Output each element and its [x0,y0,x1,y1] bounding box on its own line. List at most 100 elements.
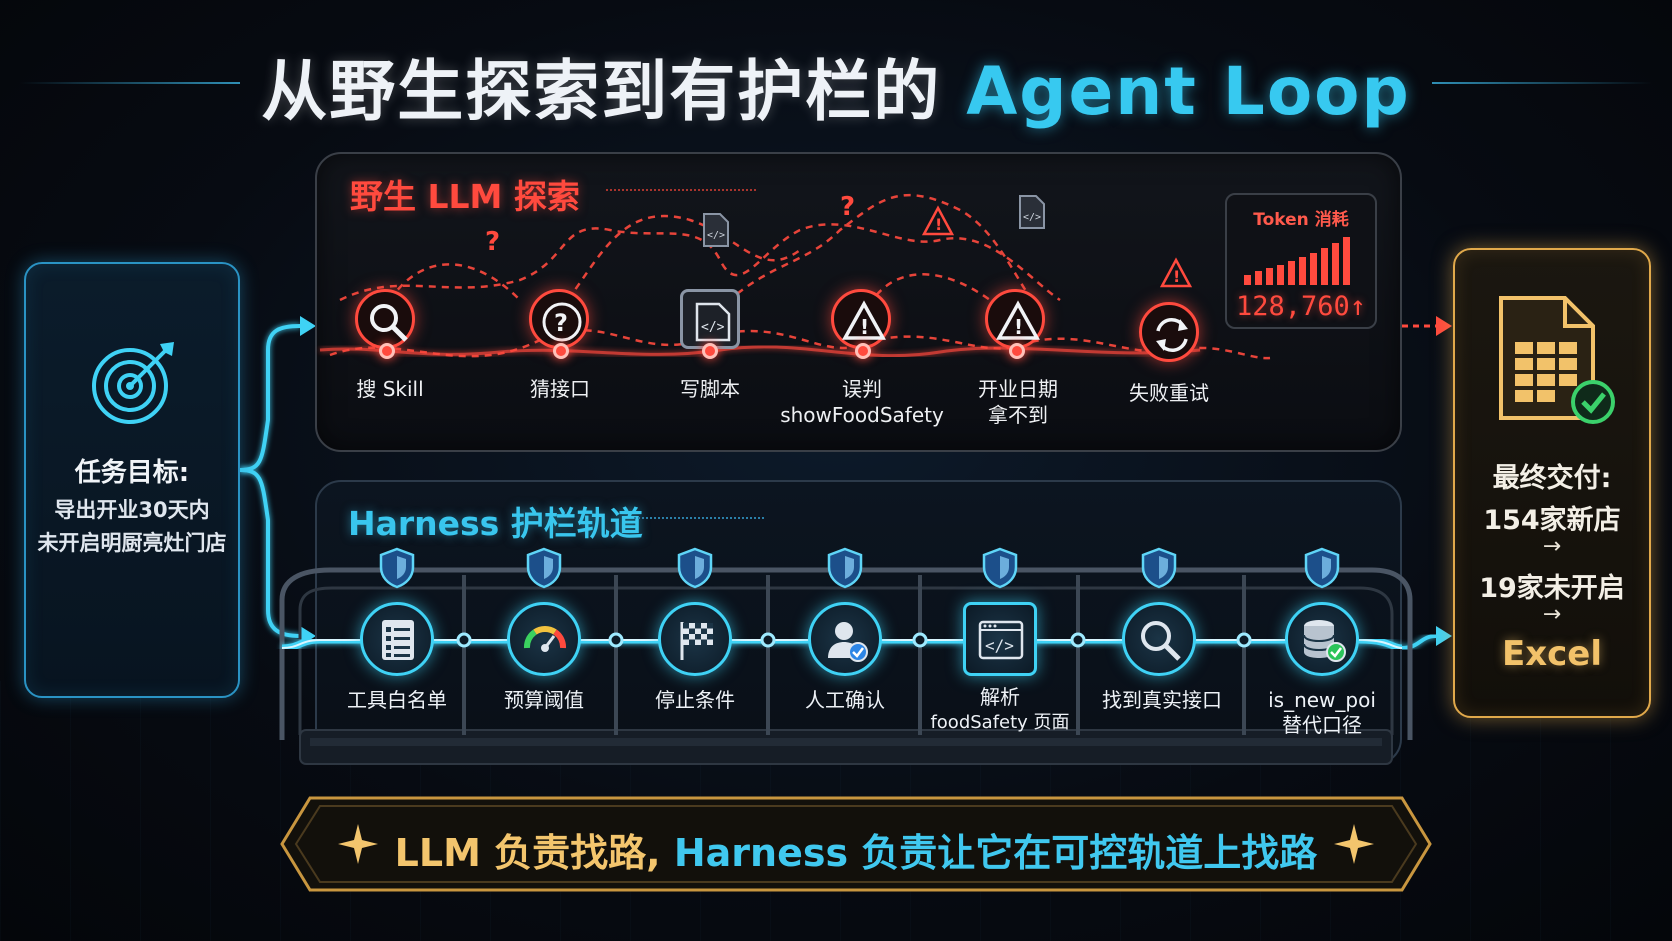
code-file-icon: </> [695,302,731,342]
token-label: Token 消耗 [1253,210,1349,230]
wild-step-dot [855,343,871,359]
harness-step-label: 找到真实接口 [1102,688,1222,712]
shield-icon [1141,547,1177,589]
wild-step-retry [1139,302,1199,362]
svg-text:?: ? [840,192,855,222]
checklist-icon [382,620,414,660]
warning-icon: ! [842,300,886,340]
shield-icon [982,547,1018,589]
spreadsheet-check-icon [1493,294,1617,428]
harness-step-label-line2: foodSafety 页面 [930,712,1070,733]
page-title: 从野生探索到有护栏的 Agent Loop [0,38,1672,134]
wild-step-label-line2: showFoodSafety [780,403,944,427]
wild-step-dot [379,343,395,359]
wild-step-label: 误判 showFoodSafety [780,376,944,428]
token-value: 128,760↑ [1235,291,1367,322]
checkered-flag-icon [680,622,713,660]
wild-step-guess-api: ? [529,289,589,349]
database-check-icon [1303,620,1346,662]
search-icon [370,304,408,342]
harness-step-label-line1: 解析 [980,685,1020,709]
harness-step-stop-condition [658,602,732,676]
wild-step-dot [702,343,718,359]
goal-card: 任务目标: 导出开业30天内 未开启明厨亮灶门店 [24,262,240,698]
harness-step-label: 预算阈值 [504,688,584,712]
wild-step-label-line1: 开业日期 [978,377,1058,401]
shield-icon [677,547,713,589]
shield-icon [1304,547,1340,589]
harness-step-parse-page: </> [963,602,1037,676]
banner-frame [280,796,1432,892]
svg-text:</>: </> [985,636,1014,655]
title-part2: Agent Loop [966,53,1411,130]
wild-step-label: 开业日期 拿不到 [978,376,1058,428]
goal-description: 导出开业30天内 未开启明厨亮灶门店 [26,494,238,560]
delivery-arrow: → [1542,602,1562,627]
retry-icon [1156,318,1188,352]
wild-step-opening-date-missing: ! [985,289,1045,349]
banner-text: LLM 负责找路, Harness 负责让它在可控轨道上找路 [280,822,1432,877]
wild-step-label: 搜 Skill [356,377,424,401]
wild-step-label-line1: 误判 [842,377,882,401]
wild-step-label: 写脚本 [680,377,740,401]
banner-text-part2: Harness 负责让它在可控轨道上找路 [673,831,1318,875]
harness-step-label-line1: is_new_poi [1268,688,1376,712]
banner-text-part1: LLM 负责找路, [394,831,661,875]
user-check-icon [828,622,868,662]
wild-title-divider [606,189,756,191]
delivery-new-stores: 154家新店 [1483,505,1621,536]
harness-step-label: 工具白名单 [347,688,447,712]
target-icon [86,334,182,434]
goal-desc-line1: 导出开业30天内 [54,498,210,522]
warning-icon: ! [996,300,1040,340]
token-usage-box: Token 消耗 128,760↑ [1225,193,1377,329]
harness-step-find-real-api [1122,602,1196,676]
harness-step-label: 停止条件 [655,688,735,712]
wild-step-label: 失败重试 [1129,381,1209,405]
title-deco-right [1432,82,1652,84]
delivery-label: 最终交付: [1492,463,1612,494]
svg-text:</>: </> [1023,212,1041,223]
summary-banner: LLM 负责找路, Harness 负责让它在可控轨道上找路 [280,796,1432,892]
svg-text:!: ! [935,215,942,234]
svg-text:?: ? [554,309,568,337]
code-window-icon: </> [978,620,1024,660]
harness-step-is-new-poi [1285,602,1359,676]
wild-step-search-skill [355,289,415,349]
shield-icon [827,547,863,589]
token-bar-chart-icon [1244,237,1350,285]
question-icon: ? [542,302,582,342]
harness-step-human-confirm [808,602,882,676]
svg-text:!: ! [860,315,869,339]
harness-step-label: 人工确认 [805,688,885,712]
svg-text:</>: </> [707,230,725,241]
svg-text:!: ! [1014,315,1023,339]
search-icon [1141,621,1181,661]
harness-title-divider [634,517,764,519]
delivery-arrow: → [1542,534,1562,559]
goal-desc-line2: 未开启明厨亮灶门店 [37,531,227,555]
harness-step-budget-threshold [507,602,581,676]
wild-step-label-line2: 拿不到 [988,403,1048,427]
harness-step-label-line2: 替代口径 [1282,713,1362,737]
sparkle-icon [338,824,378,864]
delivery-not-enabled: 19家未开启 [1479,573,1625,604]
title-part1: 从野生探索到有护栏的 [261,53,942,130]
harness-step-label: is_new_poi 替代口径 [1268,688,1376,738]
wild-step-label: 猜接口 [530,377,590,401]
svg-text:!: ! [1173,267,1180,286]
shield-icon [526,547,562,589]
sparkle-icon [1334,824,1374,864]
delivery-card: 最终交付: 154家新店 → 19家未开启 → Excel [1453,248,1651,718]
delivery-format: Excel [1501,634,1603,674]
title-deco-left [20,82,240,84]
svg-text:?: ? [485,227,500,257]
harness-panel-title: Harness 护栏轨道 [348,504,643,543]
svg-text:</>: </> [701,320,725,335]
shield-icon [379,547,415,589]
wild-step-dot [553,343,569,359]
harness-step-label: 解析 foodSafety 页面 [930,685,1069,735]
wild-panel-title: 野生 LLM 探索 [350,177,580,216]
goal-label: 任务目标: [74,458,190,488]
